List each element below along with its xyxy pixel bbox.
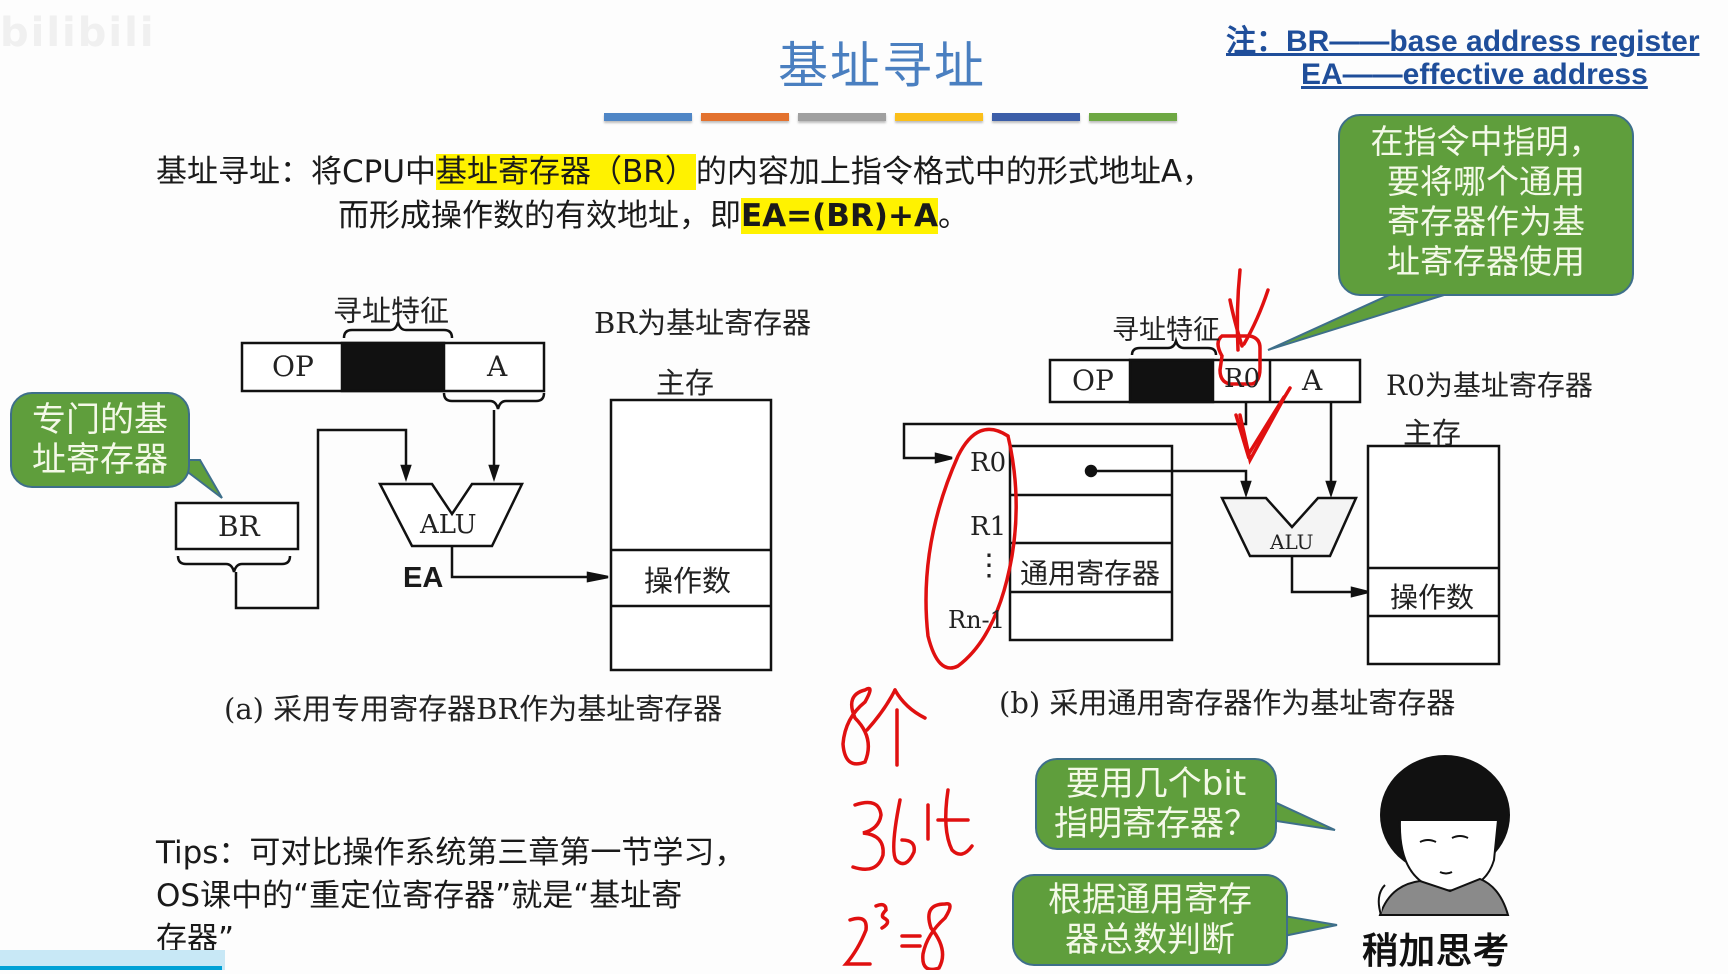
bubble-top-right-line-3: 寄存器作为基 xyxy=(1387,202,1585,241)
diagram-a-br-label: BR xyxy=(218,510,260,543)
diagram-a-caption: (a) 采用专用寄存器BR作为基址寄存器 xyxy=(224,692,723,726)
bubble-top-right-line-2: 要将哪个通用 xyxy=(1387,162,1585,201)
diagram-a-a-label: A xyxy=(487,350,508,383)
register-rn-1-label: Rn-1 xyxy=(948,606,1005,634)
accent-bar-blue xyxy=(604,113,692,121)
accent-bar-green xyxy=(1089,113,1177,121)
tips-line-3: 存器” xyxy=(156,921,235,957)
register-r1-label: R1 xyxy=(970,512,1007,542)
player-progress-fill xyxy=(0,966,222,970)
register-file-label: 通用寄存器 xyxy=(1020,557,1161,590)
diagram-b-addr-feature-label: 寻址特征 xyxy=(1112,315,1220,346)
diagram-a-alu-label: ALU xyxy=(420,510,477,540)
bubble-bits-question: 要用几个bit 指明寄存器？ xyxy=(1035,758,1277,850)
diagram-b-a-label: A xyxy=(1302,364,1323,397)
register-r0-label: R0 xyxy=(970,448,1007,478)
definition-line-1: 基址寻址：将CPU中基址寄存器（BR）的内容加上指令格式中的形式地址A， xyxy=(156,146,1213,191)
meme-face-icon xyxy=(1377,755,1510,916)
meme-caption: 稍加思考 xyxy=(1362,931,1511,972)
bubble-dedicated-register: 专门的基 址寄存器 xyxy=(10,392,190,488)
tips-line-1: Tips：可对比操作系统第三章第一节学习， xyxy=(156,835,746,871)
slide-title: 基址寻址 xyxy=(778,37,986,95)
bubble-left-line-1: 专门的基 xyxy=(32,400,168,440)
diagram-b-r0-field-label: R0 xyxy=(1224,364,1261,394)
diagram-a-op-label: OP xyxy=(272,350,314,383)
diagram-a-memory-desc: BR为基址寄存器 xyxy=(594,306,812,340)
bubble-top-right-line-1: 在指令中指明， xyxy=(1370,122,1602,161)
bubble-bits-question-line-1: 要用几个bit xyxy=(1065,764,1247,804)
bubble-bits-question-line-2: 指明寄存器？ xyxy=(1054,804,1258,844)
register-ellipsis: ⋮ xyxy=(974,548,1004,583)
diagram-a-ea-label: EA xyxy=(403,562,444,594)
highlight-br: 基址寄存器（BR） xyxy=(436,154,696,190)
bubble-bits-answer-line-1: 根据通用寄存 xyxy=(1048,880,1252,920)
diagram-a-addr-feature-label: 寻址特征 xyxy=(333,294,450,328)
accent-bars xyxy=(604,113,1177,121)
tips-line-2: OS课中的“重定位寄存器”就是“基址寄 xyxy=(156,878,683,914)
diagram-b-alu-label: ALU xyxy=(1270,530,1314,554)
bubble-bits-answer: 根据通用寄存 器总数判断 xyxy=(1012,874,1288,966)
diagram-b-op-label: OP xyxy=(1072,364,1114,397)
diagram-a-memory-title: 主存 xyxy=(656,366,715,400)
tips-text: Tips：可对比操作系统第三章第一节学习， OS课中的“重定位寄存器”就是“基址… xyxy=(156,832,816,961)
diagram-b-operand-label: 操作数 xyxy=(1390,581,1475,614)
definition-line2-suffix: 。 xyxy=(937,198,969,234)
diagram-b-memory-desc: R0为基址寄存器 xyxy=(1386,369,1593,402)
accent-bar-navy xyxy=(992,113,1080,121)
bilibili-watermark: bilibili xyxy=(0,10,156,56)
accent-bar-yellow xyxy=(895,113,983,121)
definition-middle: 的内容加上指令格式中的形式地址A， xyxy=(695,154,1214,190)
diagram-b-memory-title: 主存 xyxy=(1403,416,1462,450)
bubble-left-line-2: 址寄存器 xyxy=(32,440,168,480)
note-br: 注：BR——base address register xyxy=(1226,25,1700,58)
definition-line-2: 而形成操作数的有效地址，即EA=(BR)+A。 xyxy=(338,190,969,235)
note-ea: EA——effective address xyxy=(1301,58,1648,91)
bubble-bits-answer-line-2: 器总数判断 xyxy=(1065,920,1235,960)
diagram-a-operand-label: 操作数 xyxy=(644,564,732,598)
accent-bar-orange xyxy=(701,113,789,121)
highlight-formula: EA=(BR)+A xyxy=(741,198,938,234)
player-progress-bar[interactable] xyxy=(0,950,225,970)
bubble-top-right-line-4: 址寄存器使用 xyxy=(1387,242,1585,281)
definition-prefix: 基址寻址：将CPU中 xyxy=(156,154,437,190)
bubble-specify-register: 在指令中指明， 要将哪个通用 寄存器作为基 址寄存器使用 xyxy=(1338,114,1634,296)
definition-line2-prefix: 而形成操作数的有效地址，即 xyxy=(338,198,741,234)
diagram-b-caption: (b) 采用通用寄存器作为基址寄存器 xyxy=(999,686,1456,720)
accent-bar-gray xyxy=(798,113,886,121)
